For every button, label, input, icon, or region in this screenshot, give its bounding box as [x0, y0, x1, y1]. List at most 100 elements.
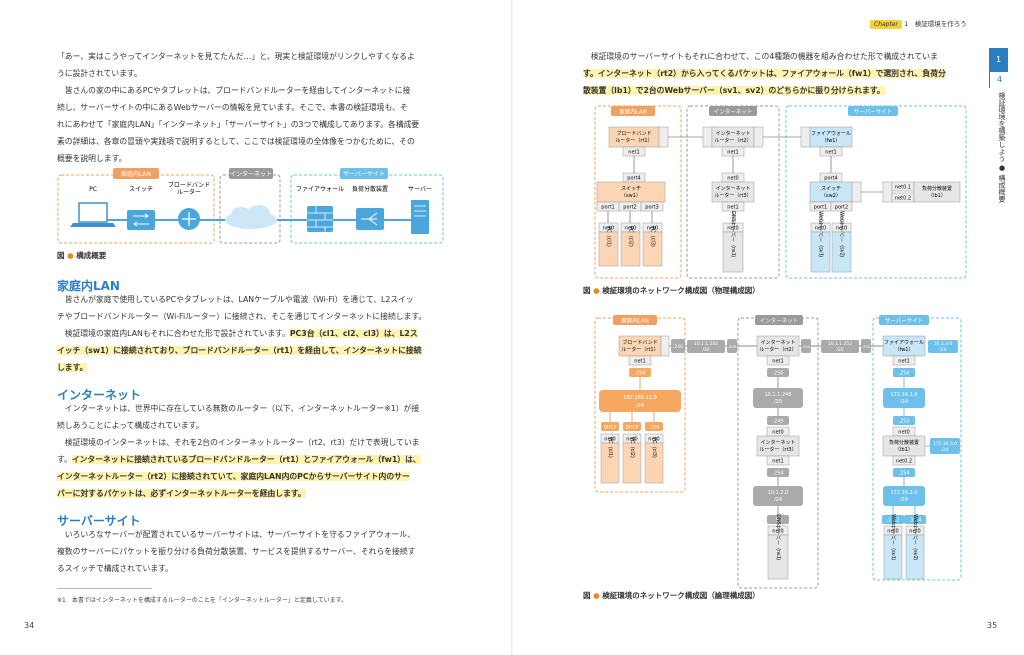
logi-rt2-ip-a: .245	[728, 344, 737, 349]
logi-rt2-ip-b: .253	[802, 344, 811, 349]
page-number-right: 35	[987, 621, 998, 630]
logi-pc1-label: PC（cl1）	[607, 437, 613, 461]
physical-network-diagram: 家庭内LAN インターネット サーバーサイト ブロードバンド ルーター（rt1）…	[594, 105, 967, 279]
phys-rt2-label-2: ルーター（rt2）	[714, 137, 751, 144]
right-intro: 検証環境のサーバーサイトもそれに合わせて、この4種類の機器を組み合わせた形で構成…	[583, 48, 978, 99]
firewall-label: ファイアウォール	[296, 185, 344, 193]
phys-rt2-label-1: インターネット	[715, 130, 750, 137]
logi-lb1-net02: net0.2	[896, 459, 912, 465]
phys-zone-server: サーバーサイト	[854, 109, 892, 116]
body-line: します。	[57, 359, 447, 376]
logi-zone-server: サーバーサイト	[885, 318, 923, 325]
running-header: Chapter 1 検証環境を作ろう	[870, 18, 967, 29]
phys-pc3-label: PC（cl3）	[650, 226, 656, 250]
side-tab-chapter: 1	[989, 48, 1008, 72]
bullet-dot: ●	[593, 591, 600, 600]
intro-line: 皆さんの家の中にあるPCやタブレットは、ブロードバンドルーターを経由してインター…	[57, 86, 411, 95]
switch-label: スイッチ	[129, 186, 153, 193]
logi-dhcp1: DHCP	[604, 425, 617, 431]
firewall-icon	[307, 206, 333, 232]
intro-line: うに設計されています。	[57, 69, 142, 78]
phys-rt1-net1: net1	[628, 150, 639, 156]
logi-zone-home: 家庭内LAN	[621, 317, 649, 325]
load-balancer-icon	[356, 208, 384, 230]
bb-router-label-2: ルーター	[177, 188, 201, 196]
phys-dns-net0: net0	[727, 226, 738, 232]
logi-net-vip-1: 172.16.3.0	[933, 441, 957, 447]
highlight-text: イッチ（sw1）に接続されており、ブロードバンドルーター（rt1）を経由して、イ…	[57, 346, 422, 355]
logi-sv1-ip: .1 /.2	[887, 518, 900, 524]
logi-rt2-250: .250	[772, 371, 783, 377]
intro-line: 概要を説明します。	[57, 154, 127, 163]
body-line-text: 検証環境の家庭内LANもそれに合わせた形で設計されています。	[57, 329, 290, 338]
phys-pc2-net0: net0	[625, 226, 636, 232]
logi-net-a-1: 10.1.1.244	[694, 341, 718, 347]
logi-fw1-label-2: （fw1）	[895, 347, 914, 353]
body-line: す。インターネットに接続されているブロードバンドルーター（rt1）とファイアウォ…	[57, 451, 447, 468]
bb-router-label-1: ブロードバンド	[168, 181, 210, 189]
phys-fw1-label-2: （fw1）	[822, 138, 841, 144]
phys-dns-label: DNSサーバー（ns1）	[730, 211, 736, 261]
logi-rt2-label-1: インターネット	[760, 339, 795, 346]
logi-rt3-label-1: インターネット	[760, 439, 795, 446]
bullet-dot: ●	[67, 251, 74, 260]
running-header-text: 1 検証環境を作ろう	[904, 20, 967, 28]
zone-home-label: 家庭内LAN	[121, 170, 151, 178]
logi-rt3-net0: net0	[772, 430, 783, 436]
logi-rt3-net1: net1	[772, 459, 783, 465]
logi-net-rt23-1: 10.1.1.248	[764, 392, 791, 398]
logi-lb1-label-1: 負荷分散装置	[889, 439, 919, 446]
logi-web2: net0 Webサーバー（sv2）	[905, 514, 925, 580]
logi-rt1-label-1: ブロードバンド	[622, 339, 657, 346]
phys-rt3-net1: net1	[727, 205, 738, 211]
logi-net-dns-2: /24	[774, 497, 782, 503]
logical-caption: 図 ● 検証環境のネットワーク構成図（論理構成図）	[583, 590, 760, 601]
figure-label: 図	[583, 591, 594, 600]
logi-net-vip-2: /24	[941, 447, 948, 453]
body-line: 検証環境のサーバーサイトもそれに合わせて、この4種類の機器を組み合わせた形で構成…	[583, 52, 938, 61]
book-gutter	[511, 0, 513, 655]
logi-net-srv-1: 172.16.2.0	[890, 490, 917, 496]
bb-router-label: ブロードバンドルーター	[168, 181, 210, 196]
logi-web2-label: Webサーバー（sv2）	[912, 514, 918, 564]
logi-dns-label: DNSサーバー（ns1）	[775, 514, 781, 564]
logical-caption-text: 検証環境のネットワーク構成図（論理構成図）	[602, 591, 760, 600]
phys-lb1-label-2: （lb1）	[928, 193, 946, 199]
phys-lb1-net02: net0.2	[895, 196, 911, 202]
logi-rt3-254: .254	[772, 471, 783, 477]
logi-fw1-254: .254	[898, 371, 909, 377]
phys-sw2-port4: port4	[824, 176, 837, 182]
logi-fw1-net1: net1	[898, 359, 909, 365]
logi-web2-net0: net0	[909, 529, 920, 535]
highlight-text: PC3台（cl1、cl2、cl3）は、L2ス	[289, 329, 418, 338]
phys-web2: net0 Webサーバー（sv2）	[831, 211, 852, 273]
figure-label: 図	[583, 286, 594, 295]
intro-paragraph: 「あー、実はこうやってインターネットを見てたんだ…」と、現実と検証環境がリンクし…	[57, 48, 447, 167]
logi-web1: net0 Webサーバー（sv1）	[883, 514, 903, 580]
phys-web1-net0: net0	[815, 226, 826, 232]
intro-line: 続し、サーバーサイトの中にあるWebサーバーの情報を見ています。そこで、本書の検…	[57, 103, 408, 112]
logi-pc3: net0 PC（cl3）	[644, 433, 664, 484]
logi-lb1-254: .254	[898, 471, 909, 477]
phys-port1: port1	[601, 205, 614, 211]
logi-lb1-label-2: （lb1）	[895, 447, 913, 453]
logi-lb1-net0: net0	[898, 430, 909, 436]
logi-rt1-net1: net1	[634, 359, 645, 365]
phys-rt2-net1: net1	[727, 150, 738, 156]
highlight-text: インターネットルーター（rt2）に接続されていて、家庭内LAN内のPCからサーバ…	[57, 472, 410, 481]
phys-fw1-label-1: ファイアウォール	[811, 130, 851, 137]
pc-label: PC	[89, 186, 97, 193]
phys-sw1-label-1: スイッチ	[621, 186, 641, 192]
figure-label: 図	[57, 251, 68, 260]
logi-rt2-label-2: ルーター（rt2）	[759, 346, 796, 353]
switch-icon	[127, 210, 155, 230]
logi-fw1-ip: .254	[862, 344, 871, 349]
highlight-text: バーに対するパケットは、必ずインターネットルーターを経由します。	[57, 489, 306, 498]
logi-pc2-net0: net0	[626, 437, 637, 443]
logi-dns-net0: net0	[772, 529, 783, 535]
chapter-badge: Chapter	[870, 20, 902, 29]
phys-sw2-port2: port2	[835, 205, 848, 211]
logi-home-net-2: /24	[636, 403, 644, 409]
zone-internet-label: インターネット	[230, 170, 272, 178]
highlight-text: します。	[57, 363, 88, 372]
